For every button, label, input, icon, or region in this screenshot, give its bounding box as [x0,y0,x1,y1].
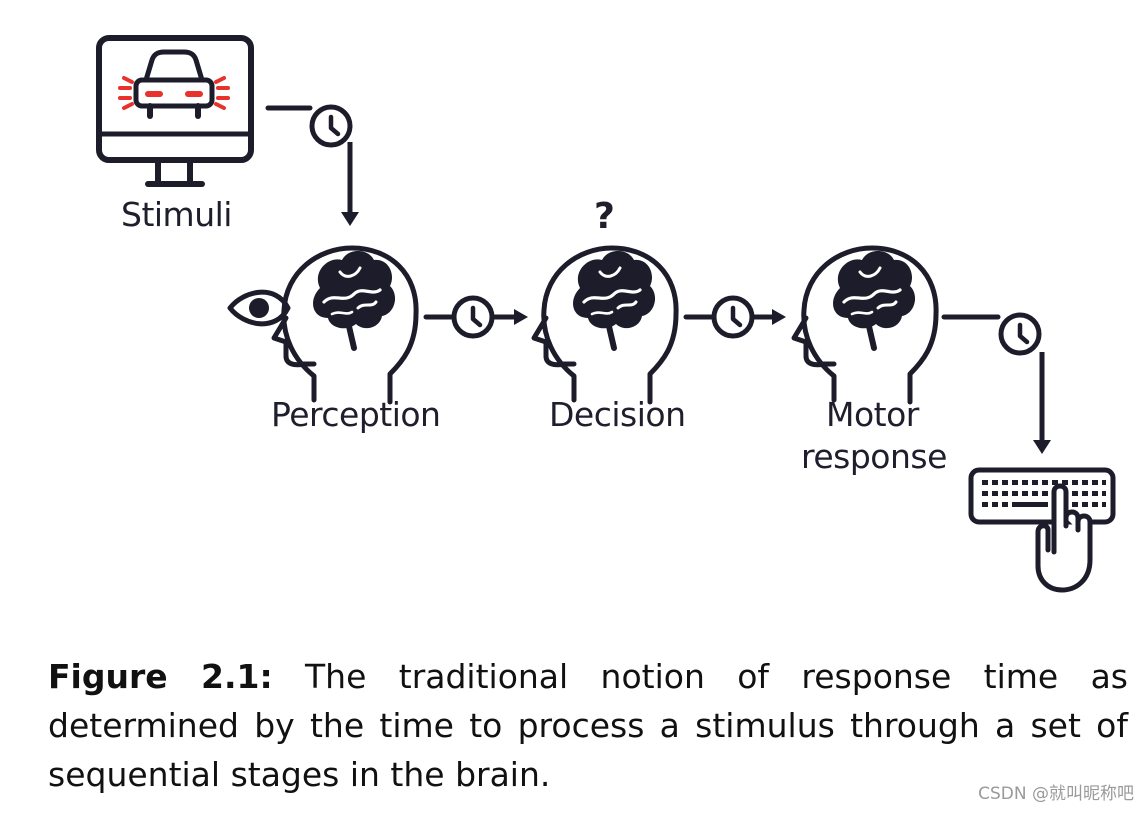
diagram-canvas [96,35,1116,593]
label-stimuli: Stimuli [121,195,232,234]
label-decision: Decision [549,395,686,434]
hand-pointer-icon [1035,483,1093,593]
clock-icon [454,298,492,336]
car-icon [118,49,230,119]
clock-icon [714,298,752,336]
label-motor: Motor [826,395,919,434]
label-perception: Perception [271,395,441,434]
question-mark: ? [594,196,615,237]
caption-prefix: Figure 2.1: [48,657,273,696]
head-brain-icon [274,248,416,402]
arrow-icon [683,309,786,325]
watermark: CSDN @就叫昵称吧 [978,784,1134,804]
figure-caption: Figure 2.1: The traditional notion of re… [48,652,1128,799]
connector-stimuli-perception [265,105,359,226]
monitor-icon [96,35,254,187]
head-brain-icon [794,248,936,402]
clock-icon [312,107,350,145]
arrow-icon [423,309,528,325]
caption-text: The traditional notion of response time … [48,657,1128,794]
eye-icon [227,289,291,327]
clock-icon [1001,315,1039,353]
label-response: response [801,437,947,476]
head-brain-icon [534,248,676,402]
keyboard-icon [968,467,1116,525]
connector-motor-keyboard [941,314,1051,454]
